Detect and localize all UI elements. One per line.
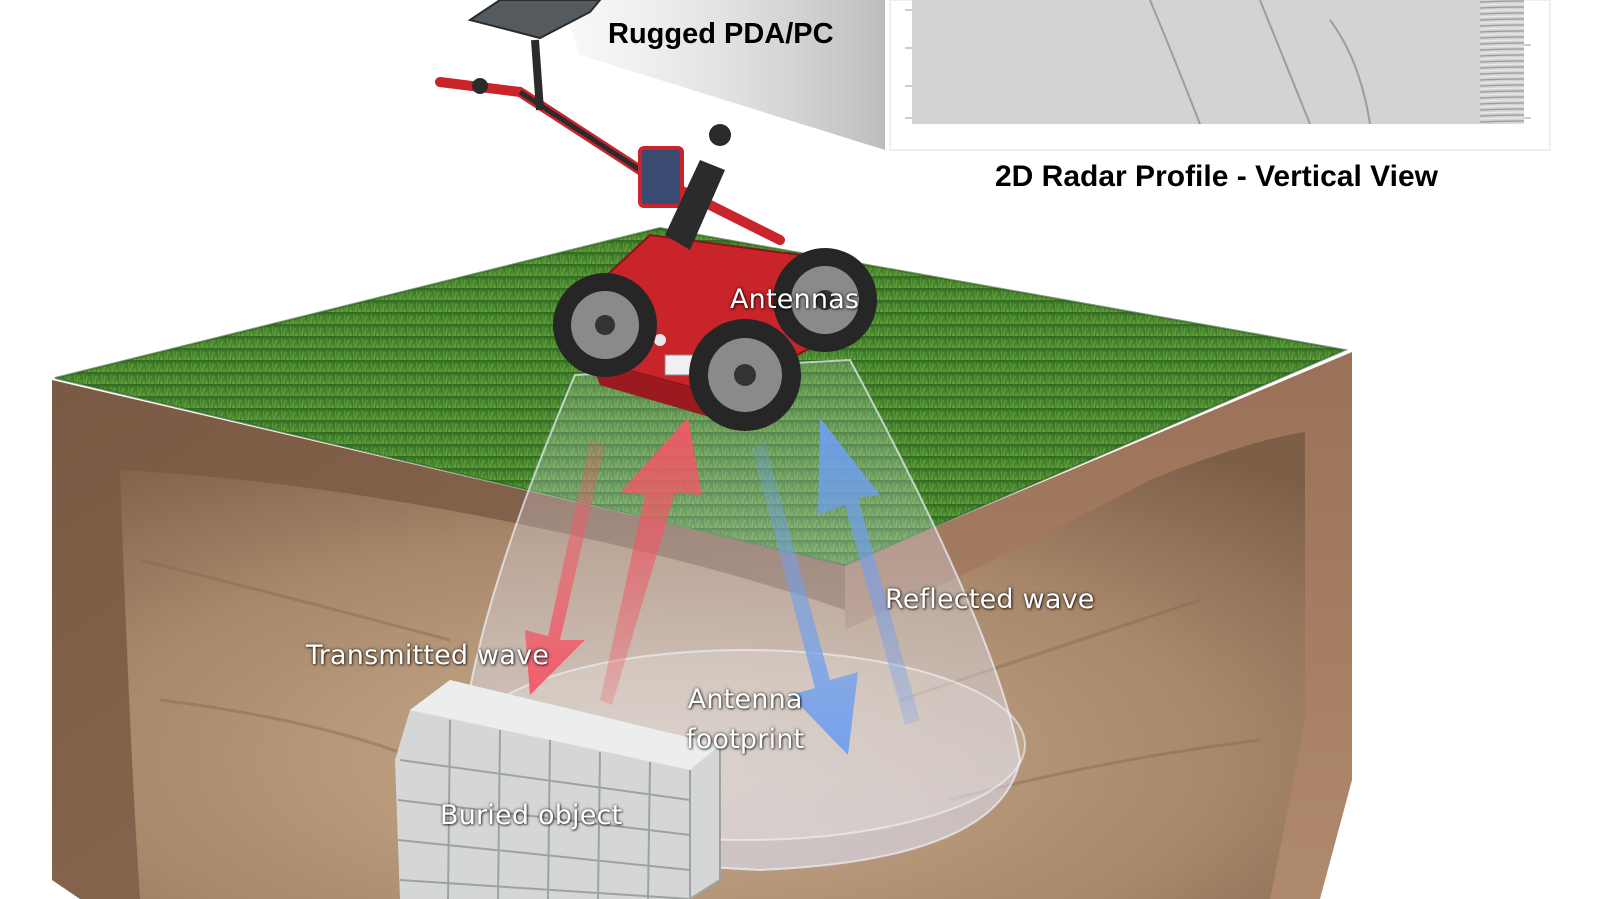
radar-profile-title: 2D Radar Profile - Vertical View bbox=[995, 160, 1438, 193]
antenna-footprint-label-line2: footprint bbox=[686, 724, 805, 755]
antennas-label: Antennas bbox=[730, 284, 860, 315]
cart-controller-box bbox=[638, 146, 684, 208]
reflected-wave-arrows bbox=[752, 418, 920, 755]
rugged-pda-device bbox=[467, 0, 602, 40]
radar-axis-ticks bbox=[905, 9, 1531, 119]
reflected-arrow-down bbox=[752, 442, 858, 755]
radar-profile-panel bbox=[889, 0, 1551, 151]
cart-handle-bar bbox=[435, 77, 785, 245]
transmitted-wave-label: Transmitted wave bbox=[306, 640, 550, 671]
transmitted-arrow-up bbox=[600, 418, 702, 705]
transmitted-wave-arrows bbox=[525, 418, 702, 705]
buried-object-label: Buried object bbox=[440, 800, 623, 831]
buried-object-wall bbox=[395, 680, 721, 899]
reflected-arrow-up bbox=[818, 418, 920, 725]
antenna-footprint-label-line1: Antenna bbox=[687, 684, 803, 715]
sand-ripples bbox=[139, 558, 1261, 802]
antenna-footprint-label: Antenna footprint bbox=[686, 680, 804, 760]
reflected-wave-label: Reflected wave bbox=[885, 584, 1095, 615]
callout-wedge bbox=[560, 0, 885, 150]
rugged-pda-label: Rugged PDA/PC bbox=[608, 18, 834, 50]
transmitted-arrow-down bbox=[525, 440, 605, 695]
cart-wheels bbox=[553, 248, 877, 431]
gpr-cart bbox=[435, 0, 877, 431]
